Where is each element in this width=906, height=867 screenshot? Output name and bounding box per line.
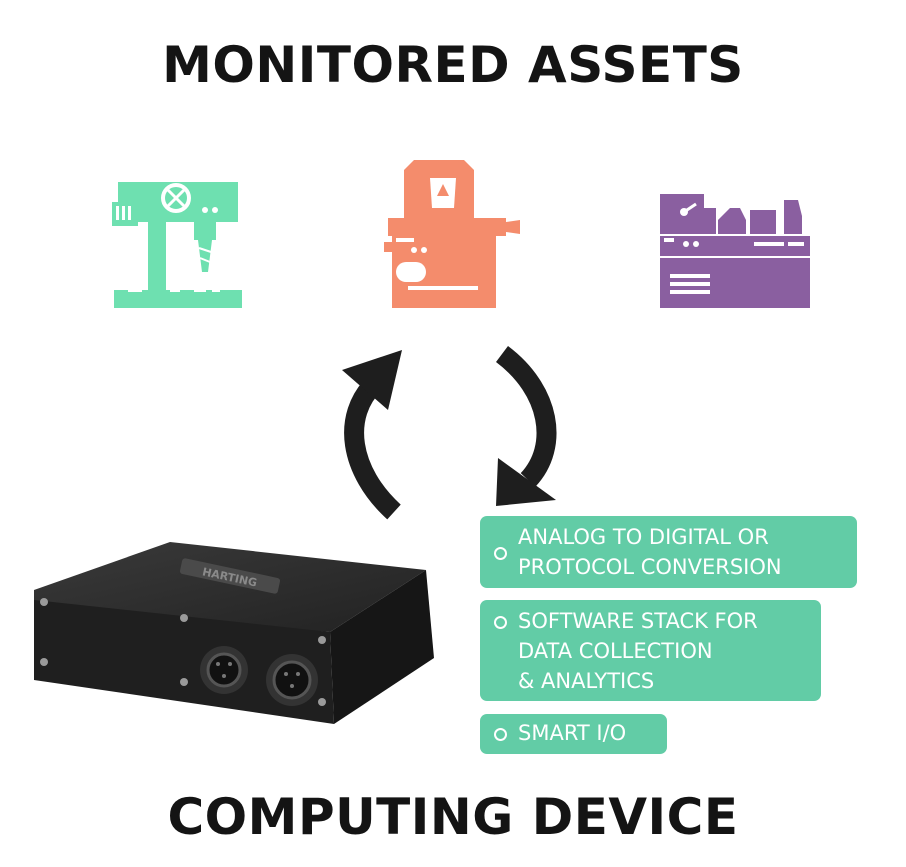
feature-line: SMART I/O — [518, 721, 627, 745]
drill-press-icon — [112, 182, 242, 308]
arrow-up-left-icon — [342, 350, 402, 520]
feature-smart-io: SMART I/O — [480, 714, 667, 754]
feature-line: PROTOCOL CONVERSION — [518, 555, 782, 579]
feature-line: DATA COLLECTION — [518, 639, 713, 663]
computing-device-title: COMPUTING DEVICE — [167, 788, 739, 846]
feature-software-stack: SOFTWARE STACK FOR DATA COLLECTION & ANA… — [480, 600, 821, 701]
bullet-icon — [494, 547, 507, 560]
arrow-down-right-icon — [495, 346, 557, 506]
monitored-assets-title: MONITORED ASSETS — [162, 36, 744, 94]
milling-machine-icon — [384, 160, 520, 308]
harting-device-icon: HARTING — [34, 542, 434, 724]
feature-line: SOFTWARE STACK FOR — [518, 609, 758, 633]
lathe-icon — [660, 194, 810, 308]
bullet-icon — [494, 728, 507, 741]
feature-line: ANALOG TO DIGITAL OR — [518, 525, 769, 549]
feature-conversion: ANALOG TO DIGITAL OR PROTOCOL CONVERSION — [480, 516, 857, 588]
bullet-icon — [494, 616, 507, 629]
feature-line: & ANALYTICS — [518, 669, 655, 693]
